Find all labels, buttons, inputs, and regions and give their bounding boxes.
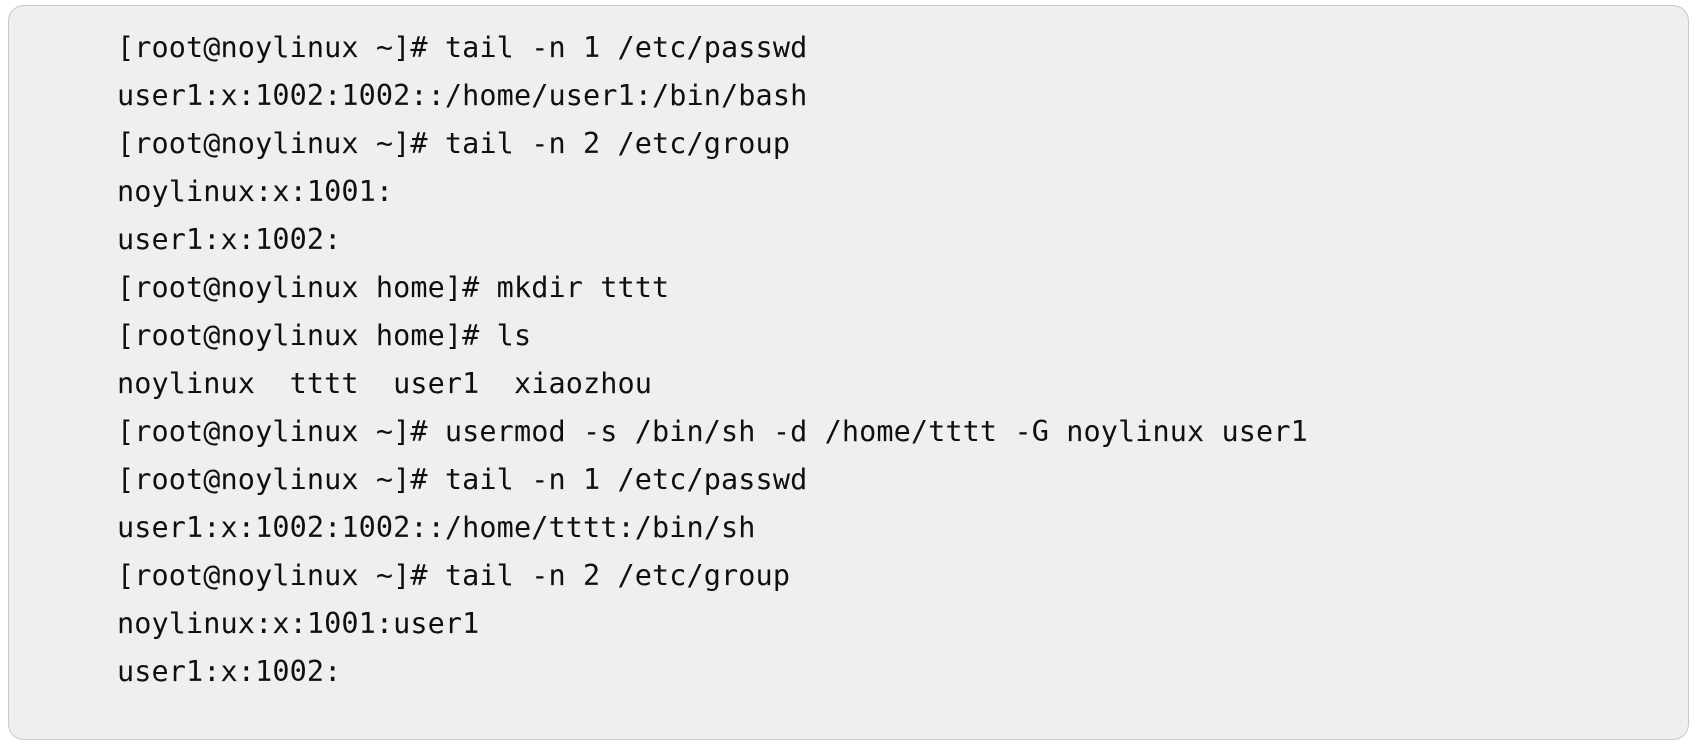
terminal-line: [root@noylinux ~]# usermod -s /bin/sh -d…: [117, 415, 1308, 448]
terminal-line: [root@noylinux home]# mkdir tttt: [117, 271, 670, 304]
terminal-code-block: [root@noylinux ~]# tail -n 1 /etc/passwd…: [8, 5, 1689, 740]
terminal-line: noylinux:x:1001:: [117, 175, 394, 208]
terminal-line: user1:x:1002:1002::/home/tttt:/bin/sh: [117, 511, 756, 544]
terminal-line: noylinux:x:1001:user1: [117, 607, 480, 640]
terminal-line: [root@noylinux home]# ls: [117, 319, 532, 352]
terminal-line: user1:x:1002:1002::/home/user1:/bin/bash: [117, 79, 808, 112]
terminal-output: [root@noylinux ~]# tail -n 1 /etc/passwd…: [9, 6, 1688, 696]
terminal-line: [root@noylinux ~]# tail -n 2 /etc/group: [117, 559, 791, 592]
terminal-line: noylinux tttt user1 xiaozhou: [117, 367, 653, 400]
terminal-line: user1:x:1002:: [117, 223, 342, 256]
terminal-line: [root@noylinux ~]# tail -n 2 /etc/group: [117, 127, 791, 160]
terminal-line: [root@noylinux ~]# tail -n 1 /etc/passwd: [117, 31, 808, 64]
terminal-line: user1:x:1002:: [117, 655, 342, 688]
terminal-line: [root@noylinux ~]# tail -n 1 /etc/passwd: [117, 463, 808, 496]
